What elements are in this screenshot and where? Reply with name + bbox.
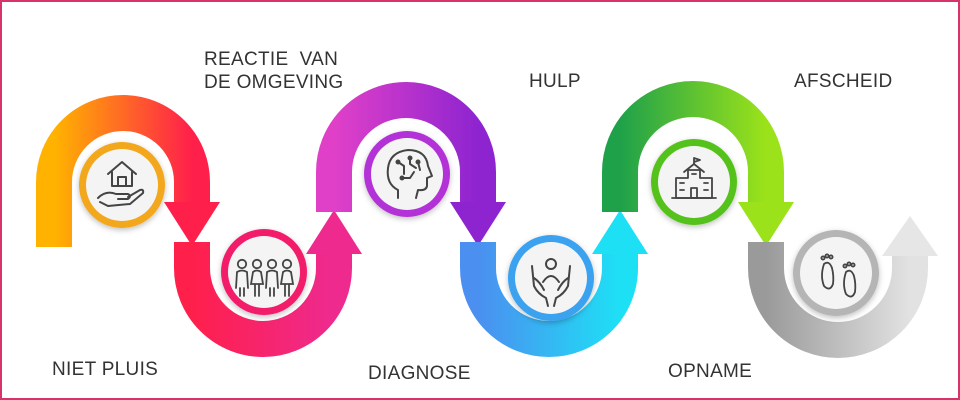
arrow-head-up [882, 216, 938, 256]
step-label-hulp: HULP [529, 71, 581, 92]
segment-hulp [460, 210, 648, 357]
icon-circle-2 [221, 229, 307, 315]
segment-niet-pluis [36, 95, 220, 247]
segment-opname [602, 81, 794, 246]
arrow-head-up [306, 210, 362, 254]
house-in-hand-icon [97, 161, 145, 207]
segment-reactie-omgeving [174, 210, 362, 357]
icon-circle-4 [508, 235, 594, 321]
arrow-head-down [450, 202, 506, 246]
step-label-opname: OPNAME [668, 361, 753, 382]
step-label-reactie-omgeving: REACTIE VAN DE OMGEVING [204, 49, 344, 93]
segment-afscheid [748, 216, 938, 358]
caring-hands-icon [531, 258, 571, 307]
arrow-head-down [164, 202, 220, 246]
step-label-afscheid: AFSCHEID [794, 71, 893, 92]
icon-circle-3 [364, 131, 450, 217]
step-label-diagnose: DIAGNOSE [368, 363, 471, 384]
brain-head-icon [386, 149, 433, 199]
family-group-icon [235, 258, 295, 297]
hospital-building-icon [671, 157, 717, 199]
arrow-head-down [738, 202, 794, 246]
step-label-niet-pluis: NIET PLUIS [52, 359, 159, 380]
segment-diagnose [316, 82, 506, 246]
arrow-head-up [592, 210, 648, 254]
footprints-icon [820, 253, 857, 298]
icon-circle-5 [651, 139, 737, 225]
icon-circle-6 [793, 230, 879, 316]
